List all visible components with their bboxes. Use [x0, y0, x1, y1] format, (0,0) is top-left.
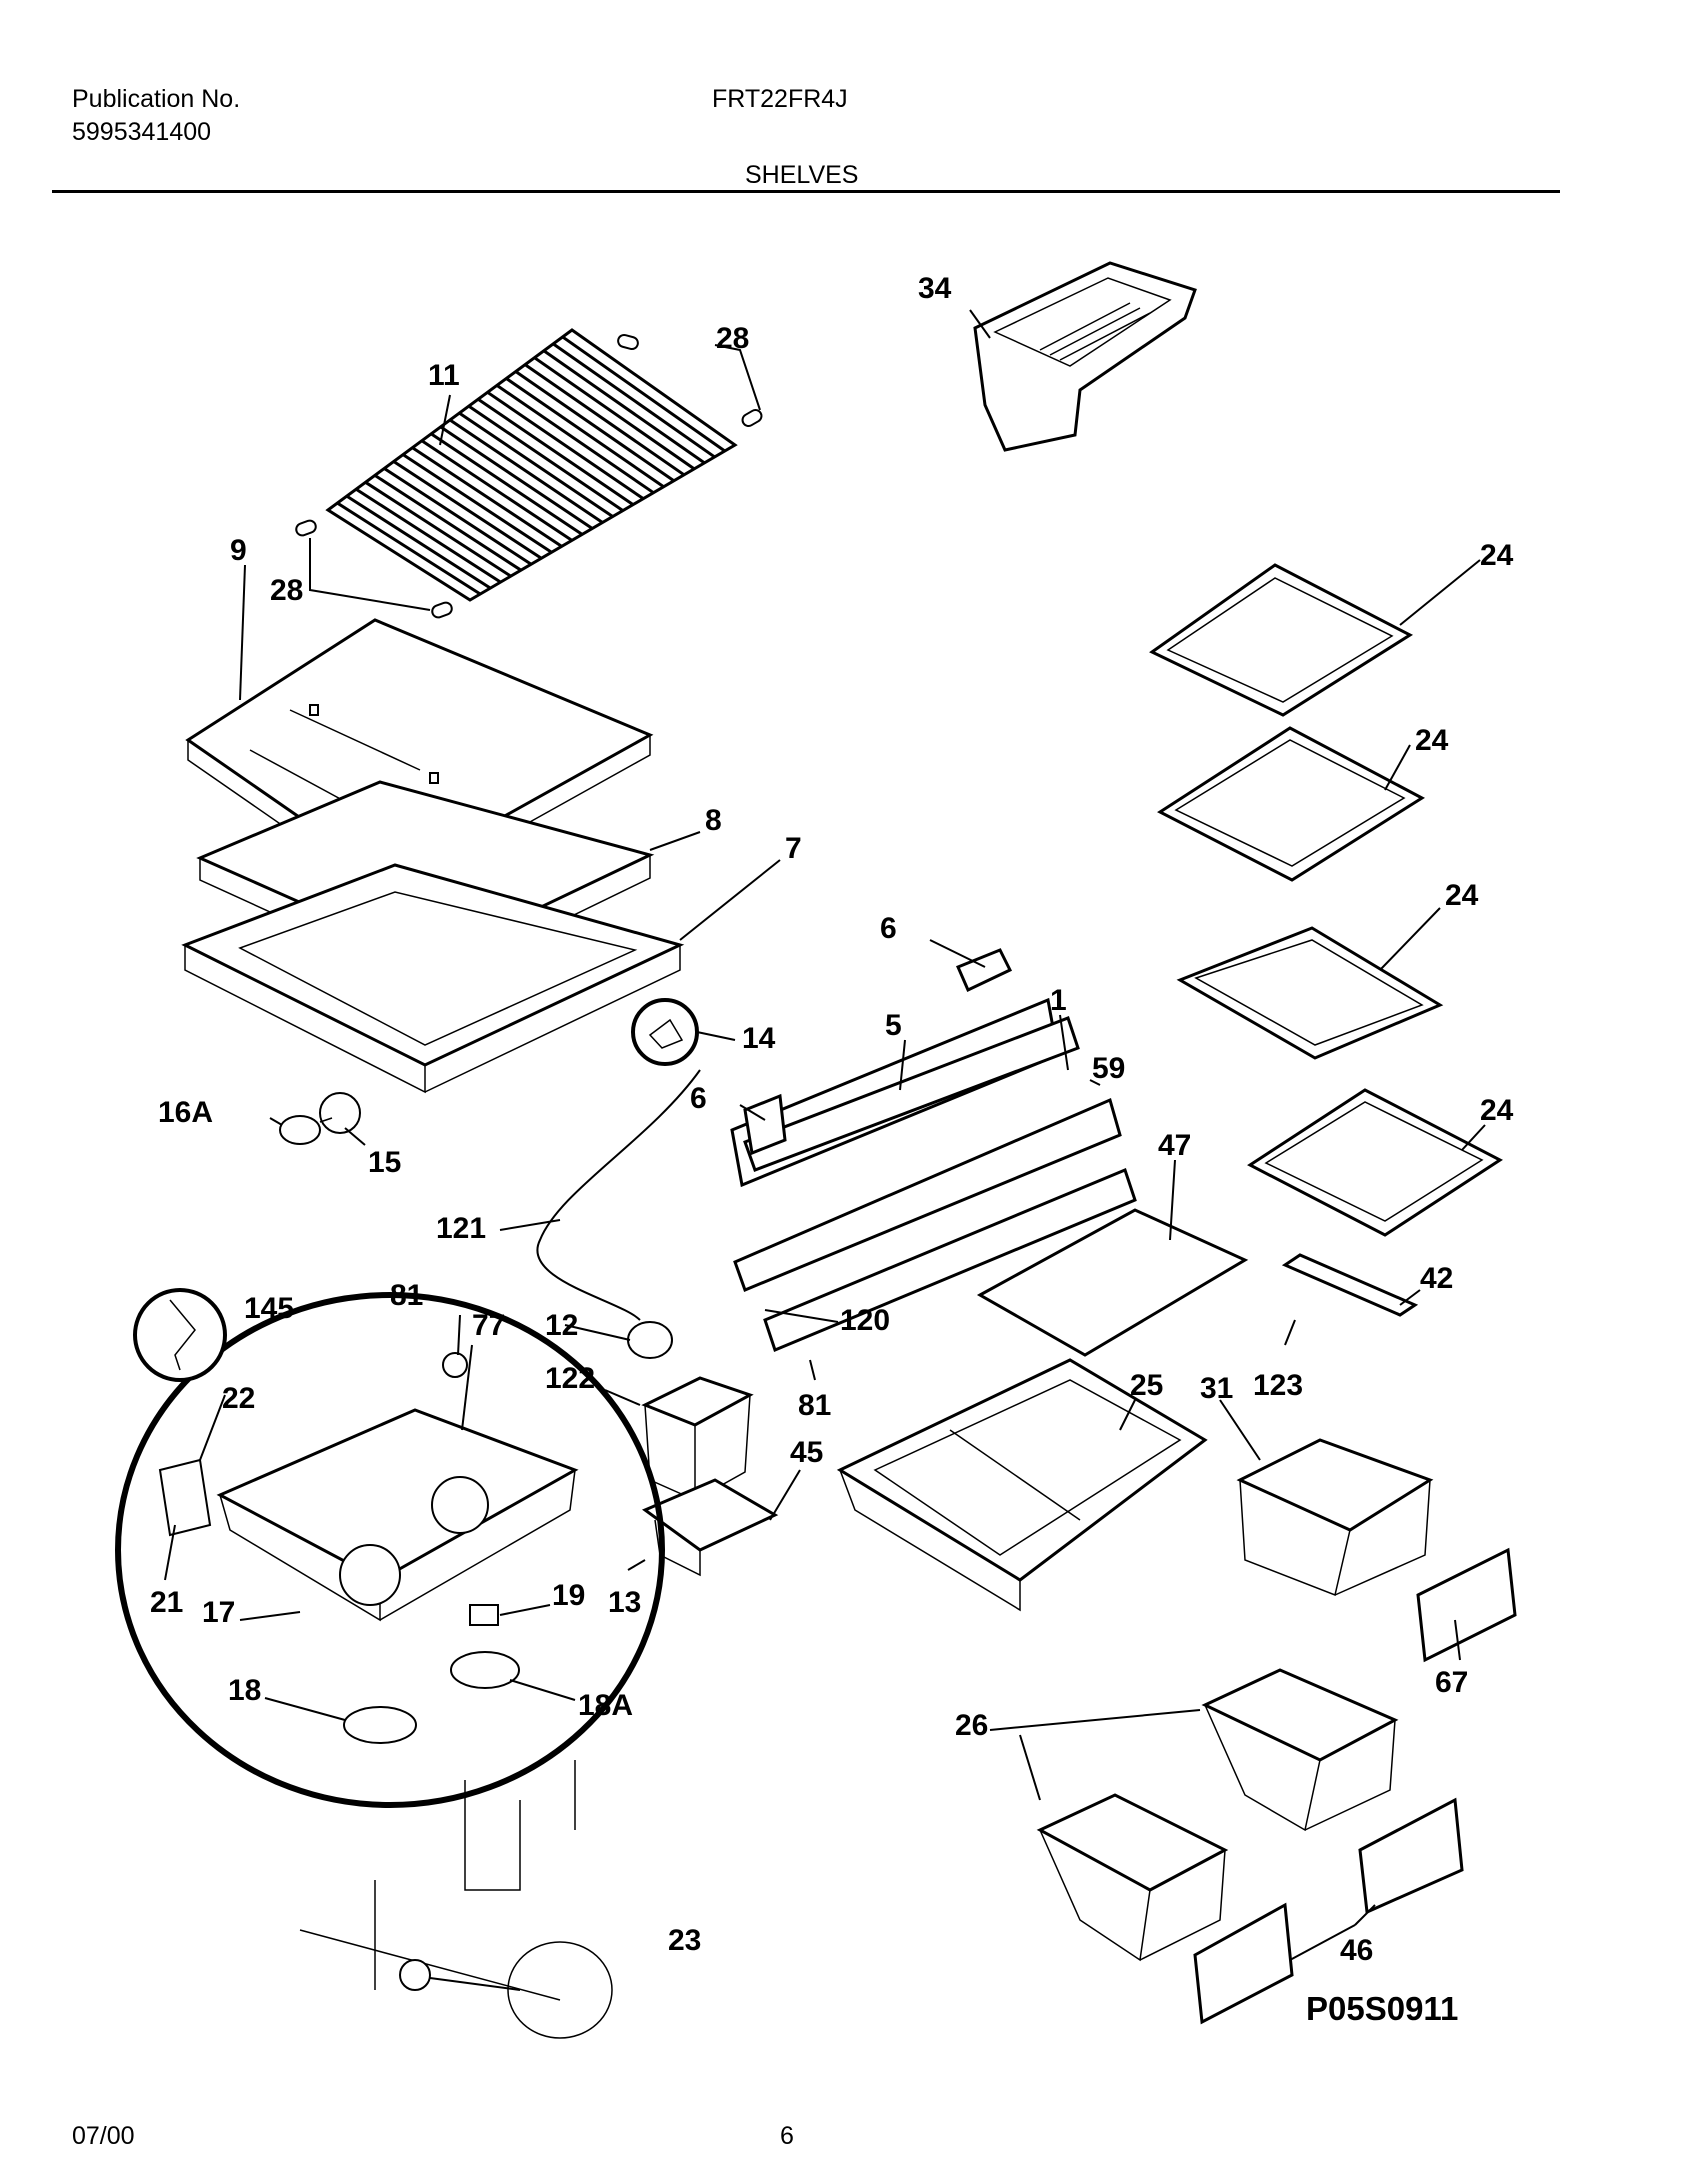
part-bins-26 — [1036, 1668, 1399, 1962]
part-glass-insert — [976, 1208, 1249, 1357]
detail-circle — [115, 1292, 665, 1808]
callout-8: 8 — [705, 804, 722, 837]
callout-13: 13 — [608, 1586, 641, 1619]
diagram-code: P05S0911 — [1306, 1990, 1459, 2027]
callout-21: 21 — [150, 1586, 183, 1619]
part-wire-harness — [536, 1069, 701, 1321]
part-cabinet-fragment — [299, 1760, 613, 2039]
callout-24: 24 — [1480, 539, 1514, 572]
callout-18a: 18A — [578, 1689, 633, 1722]
callout-18: 18 — [228, 1674, 261, 1707]
shelf-wire — [458, 411, 614, 518]
callout-19: 19 — [552, 1579, 585, 1612]
callout-6: 6 — [880, 912, 897, 945]
callout-1: 1 — [1050, 984, 1067, 1017]
shelf-wire — [383, 467, 532, 566]
callout-5: 5 — [885, 1009, 902, 1042]
shelf-wire — [336, 501, 481, 596]
callout-67: 67 — [1435, 1666, 1468, 1699]
callout-81: 81 — [390, 1279, 423, 1312]
callout-7: 7 — [785, 832, 802, 865]
callout-47: 47 — [1158, 1129, 1191, 1162]
shelf-wire — [477, 397, 634, 506]
callout-15: 15 — [368, 1146, 401, 1179]
callout-81-2: 81 — [798, 1389, 831, 1422]
callout-24-3: 24 — [1445, 879, 1479, 912]
footer-page-number: 6 — [780, 2122, 794, 2150]
part-crisper-pan — [836, 1358, 1208, 1612]
callout-59: 59 — [1092, 1052, 1125, 1085]
callout-31: 31 — [1200, 1372, 1233, 1405]
shelf-wire — [486, 391, 645, 500]
part-glass-shelves — [1149, 563, 1503, 1237]
publication-number: 5995341400 — [72, 118, 212, 146]
shelf-wire — [542, 349, 706, 465]
callout-123: 123 — [1253, 1369, 1303, 1402]
callout-16a: 16A — [158, 1096, 213, 1129]
shelf-wire — [561, 335, 726, 453]
callout-77: 77 — [472, 1309, 505, 1342]
shelf-wire — [496, 384, 655, 494]
shelf-wire — [345, 494, 492, 590]
callout-28: 28 — [716, 322, 749, 355]
callout-24-4: 24 — [1480, 1094, 1514, 1127]
shelf-wire — [374, 474, 522, 572]
shelf-wire — [524, 363, 685, 477]
leader-lines — [164, 309, 1486, 1961]
part-ice-bin — [973, 261, 1197, 452]
shelf-wire — [355, 487, 502, 584]
shelf-wire — [402, 453, 553, 554]
part-thermostat — [627, 1321, 673, 1359]
detail-circle-145 — [133, 1288, 227, 1382]
callout-145: 145 — [244, 1292, 294, 1325]
callout-9: 9 — [230, 534, 247, 567]
callout-26: 26 — [955, 1709, 988, 1742]
shelf-wire — [552, 342, 716, 459]
callout-23: 23 — [668, 1924, 701, 1957]
shelf-wire — [514, 370, 675, 483]
shelf-wire — [430, 432, 583, 536]
callout-42: 42 — [1420, 1262, 1453, 1295]
shelf-wire — [421, 439, 573, 542]
part-shelf-support — [1281, 1253, 1419, 1317]
shelf-wire — [533, 356, 696, 471]
callout-120: 120 — [840, 1304, 890, 1337]
callout-34: 34 — [918, 272, 952, 305]
part-door-covers — [1193, 1547, 1517, 2025]
part-light-assembly — [279, 1092, 361, 1145]
detail-circle-14 — [631, 998, 699, 1066]
callout-17: 17 — [202, 1596, 235, 1629]
callout-121: 121 — [436, 1212, 486, 1245]
callout-11: 11 — [428, 359, 460, 392]
callout-6-2: 6 — [690, 1082, 707, 1115]
part-crisper-cover-stack — [181, 618, 685, 1094]
shelf-wire — [411, 446, 563, 548]
callout-46: 46 — [1340, 1934, 1373, 1967]
callout-24-2: 24 — [1415, 724, 1449, 757]
shelf-wire — [449, 418, 604, 524]
callout-25: 25 — [1130, 1369, 1163, 1402]
part-rails-and-brackets — [730, 948, 1137, 1353]
part-wire-shelf — [295, 328, 763, 619]
callout-14: 14 — [742, 1022, 776, 1055]
shelf-wire — [439, 425, 594, 530]
shelf-wire — [467, 404, 624, 512]
callout-122: 122 — [545, 1362, 595, 1395]
shelf-wire — [392, 460, 543, 560]
callout-22: 22 — [222, 1382, 255, 1415]
publication-label: Publication No. — [72, 85, 241, 113]
part-bin-31 — [1236, 1438, 1434, 1597]
shelf-wire — [364, 481, 512, 578]
footer-date: 07/00 — [72, 2122, 135, 2150]
model-number: FRT22FR4J — [712, 85, 848, 113]
header-rule — [52, 190, 1560, 193]
part-damper-housing — [641, 1376, 779, 1577]
callout-labels: 34 28 11 24 9 28 24 8 7 6 24 5 1 14 59 2… — [150, 272, 1514, 1967]
shelf-wire — [505, 377, 665, 488]
section-title: SHELVES — [745, 161, 859, 189]
callout-12: 12 — [545, 1309, 578, 1342]
callout-45: 45 — [790, 1436, 823, 1469]
callout-28-lower: 28 — [270, 574, 303, 607]
